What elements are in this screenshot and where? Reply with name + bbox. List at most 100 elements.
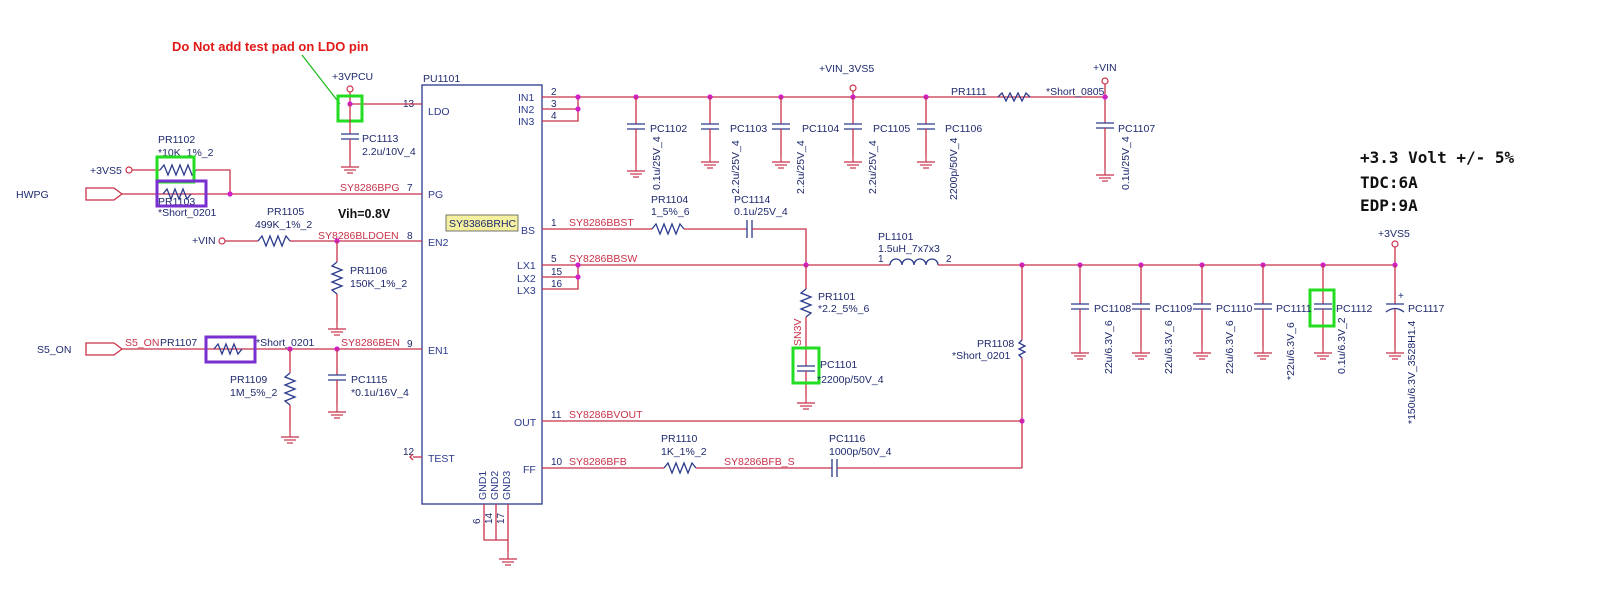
pc1107-value: 0.1u/25V_4 (1120, 136, 1132, 190)
rail-vin-top-label: +VIN (1093, 62, 1117, 74)
pc1113-ref: PC1113 (362, 133, 399, 145)
pc1115-ref: PC1115 (351, 374, 388, 386)
rail-vin-top-symbol (1101, 77, 1109, 85)
cap-pc1110[interactable] (1192, 265, 1212, 360)
net-s5-on: S5_ON (125, 337, 159, 349)
pin-name-test: TEST (428, 453, 455, 465)
cap-pc1109[interactable] (1131, 265, 1151, 360)
pc1108-value: 22u/6.3V_6 (1103, 320, 1115, 374)
pr1103-resistor[interactable] (162, 187, 192, 201)
pin-name-lx3: LX3 (517, 285, 536, 297)
net-bfb: SY8286BFB (569, 456, 627, 468)
ic-ref: PU1101 (423, 73, 460, 85)
pin-name-en1: EN1 (428, 345, 449, 357)
wire-pr1102-b[interactable] (196, 169, 231, 194)
port-hwpg-label: HWPG (16, 189, 49, 201)
vih-note: Vih=0.8V (338, 207, 391, 221)
pr1109-resistor[interactable] (283, 372, 297, 406)
pin-num-14: 14 (484, 512, 495, 524)
cap-pc1111[interactable] (1253, 265, 1273, 360)
pc1112-value: 0.1u/6.3V_2 (1336, 317, 1348, 374)
net-bpg: SY8286BPG (340, 182, 400, 194)
pin-name-out: OUT (514, 417, 537, 429)
pc1101-highlight (791, 346, 821, 385)
pc1102-value: 0.1u/25V_4 (651, 136, 663, 190)
pl1101-inductor[interactable] (889, 258, 939, 266)
pc1112-ref: PC1112 (1336, 303, 1373, 315)
pr1102-resistor[interactable] (159, 163, 197, 177)
cap-pc1102[interactable] (626, 97, 646, 178)
ground-icon (340, 159, 360, 174)
pc1117-ref: PC1117 (1408, 303, 1445, 315)
pin-name-in2: IN2 (518, 104, 535, 116)
spec-voltage: +3.3 Volt +/- 5% (1360, 148, 1514, 167)
pr1108-value: *Short_0201 (952, 350, 1011, 362)
port-s5-on-label: S5_ON (37, 344, 71, 356)
pr1103-value: *Short_0201 (158, 207, 217, 219)
wire-in3[interactable] (542, 97, 579, 122)
pr1101-resistor[interactable] (799, 288, 813, 318)
pin-num-8: 8 (407, 231, 413, 242)
pl1101-pin1: 1 (878, 254, 884, 265)
pc1105-ref: PC1105 (873, 123, 910, 135)
pr1103-highlight (155, 179, 208, 208)
cap-pc1105[interactable] (843, 97, 863, 169)
pr1107-highlight (204, 335, 257, 364)
cap-pc1117[interactable]: + (1385, 265, 1405, 360)
junction (227, 191, 233, 197)
port-hwpg[interactable] (85, 187, 124, 201)
pr1110-resistor[interactable] (663, 461, 697, 475)
pc1110-ref: PC1110 (1216, 303, 1253, 315)
ground-icon (327, 321, 347, 336)
pr1106-ref: PR1106 (350, 265, 387, 277)
pc1117-value: *150u/6.3V_3528H1.4 (1406, 321, 1418, 424)
rail-3vs5-left-label: +3VS5 (90, 165, 122, 177)
pin-name-ldo: LDO (428, 106, 450, 118)
pr1111-value: *Short_0805 (1046, 86, 1105, 98)
pin-num-6: 6 (472, 518, 483, 524)
pin-num-7: 7 (407, 183, 413, 194)
pr1101-value: *2.2_5%_6 (818, 303, 870, 315)
pin-num-9: 9 (407, 339, 413, 350)
pc1105-value: 2.2u/25V_4 (867, 140, 879, 194)
pr1106-resistor[interactable] (330, 261, 344, 295)
rail-3vpcu-symbol (346, 85, 354, 93)
wire-pc1114-b[interactable] (752, 228, 807, 265)
pr1110-value: 1K_1%_2 (661, 446, 707, 458)
pr1104-value: 1_5%_6 (651, 206, 690, 218)
pr1108-ref: PR1108 (977, 338, 1014, 350)
pin-num-1: 1 (551, 218, 557, 229)
pc1111-value: *22u/6.3V_6 (1285, 322, 1297, 380)
ic-body[interactable] (421, 84, 543, 505)
pr1105-resistor[interactable] (257, 234, 291, 248)
wire-lx3[interactable] (542, 265, 579, 290)
port-s5-on[interactable] (85, 342, 124, 356)
pr1104-ref: PR1104 (651, 194, 688, 206)
warning-leader-line (301, 54, 341, 105)
cap-pc1107[interactable] (1095, 122, 1115, 182)
cap-pc1104[interactable] (771, 97, 791, 169)
cap-pc1108[interactable] (1070, 265, 1090, 360)
cap-pc1106[interactable] (916, 97, 936, 169)
net-bldoen: SY8286BLDOEN (318, 230, 399, 242)
ground-icon (280, 429, 300, 444)
pc1101-value: *2200p/50V_4 (817, 374, 884, 386)
cap-pc1112[interactable] (1313, 265, 1333, 360)
pr1111-ref: PR1111 (951, 86, 987, 98)
pin-name-gnd2: GND2 (489, 471, 501, 500)
ground-icon (498, 551, 518, 566)
pr1108-resistor[interactable] (1017, 339, 1027, 359)
pr1104-resistor[interactable] (651, 222, 685, 236)
rail-3vs5-out-symbol (1391, 240, 1399, 248)
pc1102-ref: PC1102 (650, 123, 687, 135)
pr1111-resistor[interactable] (997, 91, 1031, 103)
pin-name-lx2: LX2 (517, 273, 536, 285)
cap-pc1103[interactable] (700, 97, 720, 169)
spec-edp: EDP:9A (1360, 196, 1418, 215)
pin-num-4: 4 (551, 111, 557, 122)
rail-vin-3vs5-symbol (849, 84, 857, 92)
pin-name-pg: PG (428, 189, 443, 201)
pr1107-resistor[interactable] (213, 342, 243, 356)
svg-text:+: + (1398, 291, 1404, 302)
pin-num-11: 11 (551, 410, 562, 421)
